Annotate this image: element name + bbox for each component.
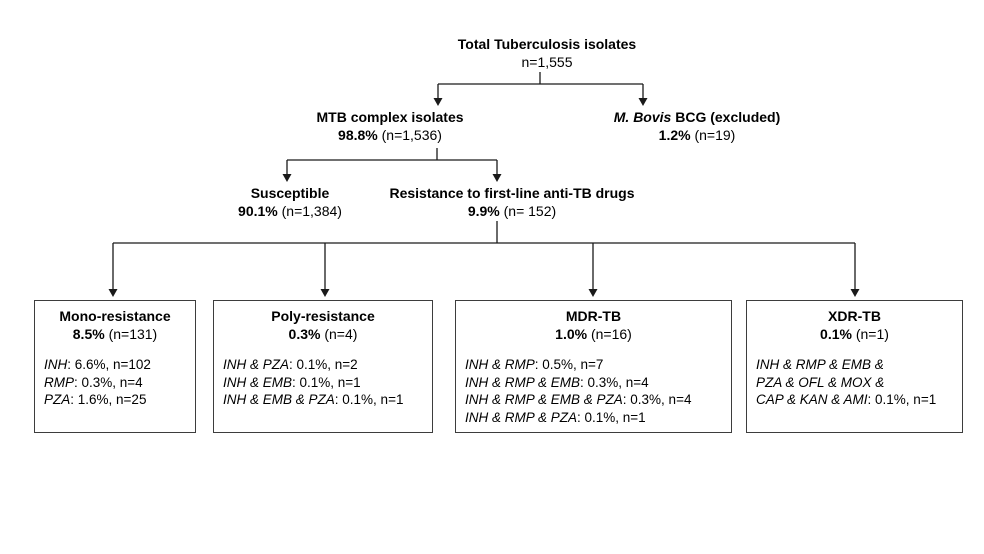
detail-line: INH & RMP & EMB & [756,357,884,372]
node-susceptible-title: Susceptible [250,185,330,201]
detail-line: INH & RMP & EMB: 0.3%, n=4 [465,374,649,390]
node-m-bovis-stat: 1.2% (n=19) [658,126,736,143]
box-mdr-tb-title: MDR-TB [565,308,622,324]
detail-line: RMP: 0.3%, n=4 [44,374,143,390]
node-mtb-complex-title: MTB complex isolates [316,109,464,125]
box-poly-resistance-title: Poly-resistance [271,308,375,324]
detail-line: INH: 6.6%, n=102 [44,357,151,372]
arrowheads-level2 [433,98,648,106]
detail-line: INH & RMP & EMB & PZA: 0.3%, n=4 [465,392,692,407]
box-mono-resistance-title: Mono-resistance [59,308,171,324]
box-poly-resistance-stat: 0.3% (n=4) [288,326,358,342]
node-m-bovis-title: M. Bovis BCG (excluded) [613,109,781,125]
node-mtb-complex: MTB complex isolates 98.8% (n=1,536) [316,109,463,144]
node-susceptible: Susceptible 90.1% (n=1,384) [238,185,342,220]
connector-root-to-level2 [437,72,644,99]
box-xdr-tb-title: XDR-TB [828,308,881,324]
box-mdr-tb: MDR-TB 1.0% (n=16) INH & RMP: 0.5%, n=7 … [455,300,732,433]
box-mono-resistance-stat: 8.5% (n=131) [72,326,158,342]
box-xdr-tb-stat: 0.1% (n=1) [820,326,889,342]
box-poly-resistance: Poly-resistance 0.3% (n=4) INH & PZA: 0.… [213,300,433,433]
node-mtb-complex-stat: 98.8% (n=1,536) [338,126,442,143]
detail-line: PZA: 1.6%, n=25 [44,392,147,407]
detail-line: CAP & KAN & AMI: 0.1%, n=1 [756,392,937,407]
box-xdr-tb: XDR-TB 0.1% (n=1) INH & RMP & EMB & PZA … [746,300,963,433]
arrowheads-boxes [108,289,860,297]
node-resistance-title: Resistance to first-line anti-TB drugs [389,185,635,201]
detail-line: INH & EMB & PZA: 0.1%, n=1 [223,392,404,407]
connector-mtb-to-level3 [286,148,498,175]
detail-line: PZA & OFL & MOX & [756,374,885,390]
node-resistance: Resistance to first-line anti-TB drugs 9… [389,185,634,220]
node-susceptible-stat: 90.1% (n=1,384) [238,202,342,219]
box-poly-resistance-details: INH & PZA: 0.1%, n=2 INH & EMB: 0.1%, n=… [214,356,432,409]
arrowheads-level3 [282,174,502,182]
node-m-bovis: M. Bovis BCG (excluded) 1.2% (n=19) [614,109,780,144]
detail-line: INH & RMP: 0.5%, n=7 [465,357,604,372]
detail-line: INH & RMP & PZA: 0.1%, n=1 [465,409,646,425]
box-xdr-tb-details: INH & RMP & EMB & PZA & OFL & MOX & CAP … [747,356,962,409]
box-mono-resistance-details: INH: 6.6%, n=102 RMP: 0.3%, n=4 PZA: 1.6… [35,356,195,409]
box-mono-resistance: Mono-resistance 8.5% (n=131) INH: 6.6%, … [34,300,196,433]
box-mdr-tb-stat: 1.0% (n=16) [555,326,632,342]
detail-line: INH & PZA: 0.1%, n=2 [223,357,358,372]
node-total-isolates-title: Total Tuberculosis isolates [457,36,637,52]
detail-line: INH & EMB: 0.1%, n=1 [223,374,361,390]
box-mdr-tb-details: INH & RMP: 0.5%, n=7 INH & RMP & EMB: 0.… [456,356,731,426]
node-resistance-stat: 9.9% (n= 152) [467,202,557,219]
node-total-isolates-count: n=1,555 [521,53,573,70]
node-total-isolates: Total Tuberculosis isolates n=1,555 [458,36,636,71]
connector-resistance-to-boxes [112,221,856,290]
